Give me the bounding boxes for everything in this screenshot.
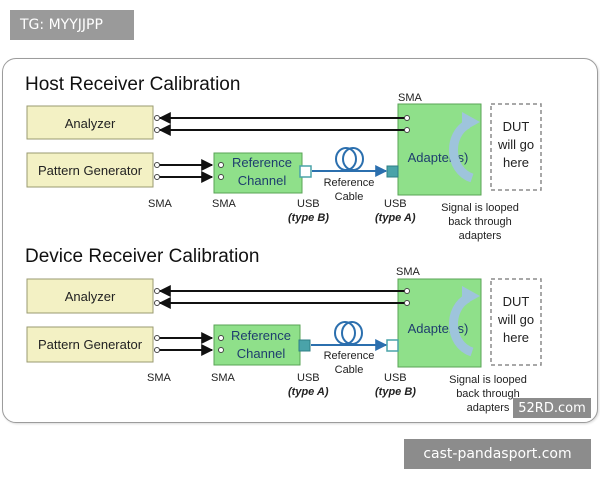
device-pattern-generator-box	[26, 326, 154, 363]
device-pg-port-2-icon	[154, 347, 160, 353]
host-sma-top-label: SMA	[398, 92, 423, 104]
host-sma-pg-label: SMA	[148, 198, 173, 210]
device-rc-port-1-icon	[218, 335, 224, 341]
device-reference-channel-label-2: Channel	[237, 346, 286, 361]
host-title: Host Receiver Calibration	[25, 74, 240, 95]
host-dut-label-1: DUT	[503, 119, 530, 134]
device-loop-arrowhead-icon	[462, 286, 480, 306]
device-reference-channel-label-1: Reference	[231, 328, 291, 343]
watermark-tag: TG: MYYJJPP	[10, 10, 134, 40]
host-cable-coil-2-icon	[342, 147, 364, 171]
device-usb-left-connector-icon	[298, 339, 311, 352]
device-title: Device Receiver Calibration	[25, 246, 259, 267]
watermark-cast-pandasport: cast-pandasport.com	[404, 439, 591, 469]
device-reference-cable-label-1: Reference	[324, 350, 375, 362]
host-analyzer-label: Analyzer	[65, 116, 116, 131]
host-reference-cable-label-2: Cable	[335, 191, 364, 203]
host-usb-right-connector-icon	[386, 165, 399, 178]
device-loop-note-2: back through	[456, 388, 520, 400]
device-adapter-sma-port-2-icon	[404, 300, 410, 306]
host-loop-arrowhead-icon	[462, 112, 480, 132]
host-usb-left-type: (type B)	[288, 212, 329, 224]
host-reference-channel-label-1: Reference	[232, 155, 292, 170]
host-rc-port-1-icon	[218, 162, 224, 168]
device-pattern-generator-label: Pattern Generator	[38, 337, 143, 352]
device-dut-label-3: here	[503, 330, 529, 345]
watermark-52rd: 52RD.com	[513, 398, 591, 418]
device-loop-note-3: adapters	[467, 402, 510, 414]
host-reference-channel-label-2: Channel	[238, 173, 287, 188]
host-dut-label-2: will go	[497, 137, 534, 152]
host-dut-label-3: here	[503, 155, 529, 170]
device-analyzer-box	[26, 278, 154, 314]
device-dut-placeholder	[490, 278, 542, 366]
host-reference-cable-label-1: Reference	[324, 177, 375, 189]
host-analyzer-port-2-icon	[154, 127, 160, 133]
device-sma-pg-label: SMA	[147, 372, 172, 384]
host-loop-note-3: adapters	[459, 230, 502, 242]
host-usb-left-connector-icon	[299, 165, 312, 178]
device-analyzer-port-1-icon	[154, 288, 160, 294]
device-sma-top-label: SMA	[396, 266, 421, 278]
host-pg-port-1-icon	[154, 162, 160, 168]
host-usb-right-type: (type A)	[375, 212, 416, 224]
device-dut-label-1: DUT	[503, 294, 530, 309]
device-analyzer-port-2-icon	[154, 300, 160, 306]
device-rc-port-2-icon	[218, 347, 224, 353]
host-analyzer-box	[26, 105, 154, 140]
host-sma-rc-label: SMA	[212, 198, 237, 210]
host-reference-channel-box	[213, 152, 303, 194]
device-cable-coil-2-icon	[341, 321, 363, 345]
host-adapter-sma-port-2-icon	[404, 127, 410, 133]
host-pattern-generator-box	[26, 152, 154, 188]
device-dut-label-2: will go	[497, 312, 534, 327]
host-adapter-sma-port-1-icon	[404, 115, 410, 121]
device-pg-port-1-icon	[154, 335, 160, 341]
device-adapter-sma-port-1-icon	[404, 288, 410, 294]
host-pattern-generator-label: Pattern Generator	[38, 163, 143, 178]
device-usb-left-label: USB	[297, 372, 320, 384]
device-usb-right-connector-icon	[386, 339, 399, 352]
device-reference-channel-box	[213, 324, 301, 366]
device-sma-rc-label: SMA	[211, 372, 236, 384]
host-pg-port-2-icon	[154, 174, 160, 180]
host-rc-port-2-icon	[218, 174, 224, 180]
host-analyzer-port-1-icon	[154, 115, 160, 121]
host-loop-note-2: back through	[448, 216, 512, 228]
device-usb-right-label: USB	[384, 372, 407, 384]
device-usb-left-type: (type A)	[288, 386, 329, 398]
host-dut-placeholder	[490, 103, 542, 191]
device-loop-note-1: Signal is looped	[449, 374, 527, 386]
device-cable-coil-1-icon	[334, 321, 356, 345]
device-reference-cable-label-2: Cable	[335, 364, 364, 376]
device-usb-right-type: (type B)	[375, 386, 416, 398]
host-loop-note-1: Signal is looped	[441, 202, 519, 214]
host-usb-left-label: USB	[297, 198, 320, 210]
host-cable-coil-1-icon	[335, 147, 357, 171]
device-analyzer-label: Analyzer	[65, 289, 116, 304]
host-usb-right-label: USB	[384, 198, 407, 210]
